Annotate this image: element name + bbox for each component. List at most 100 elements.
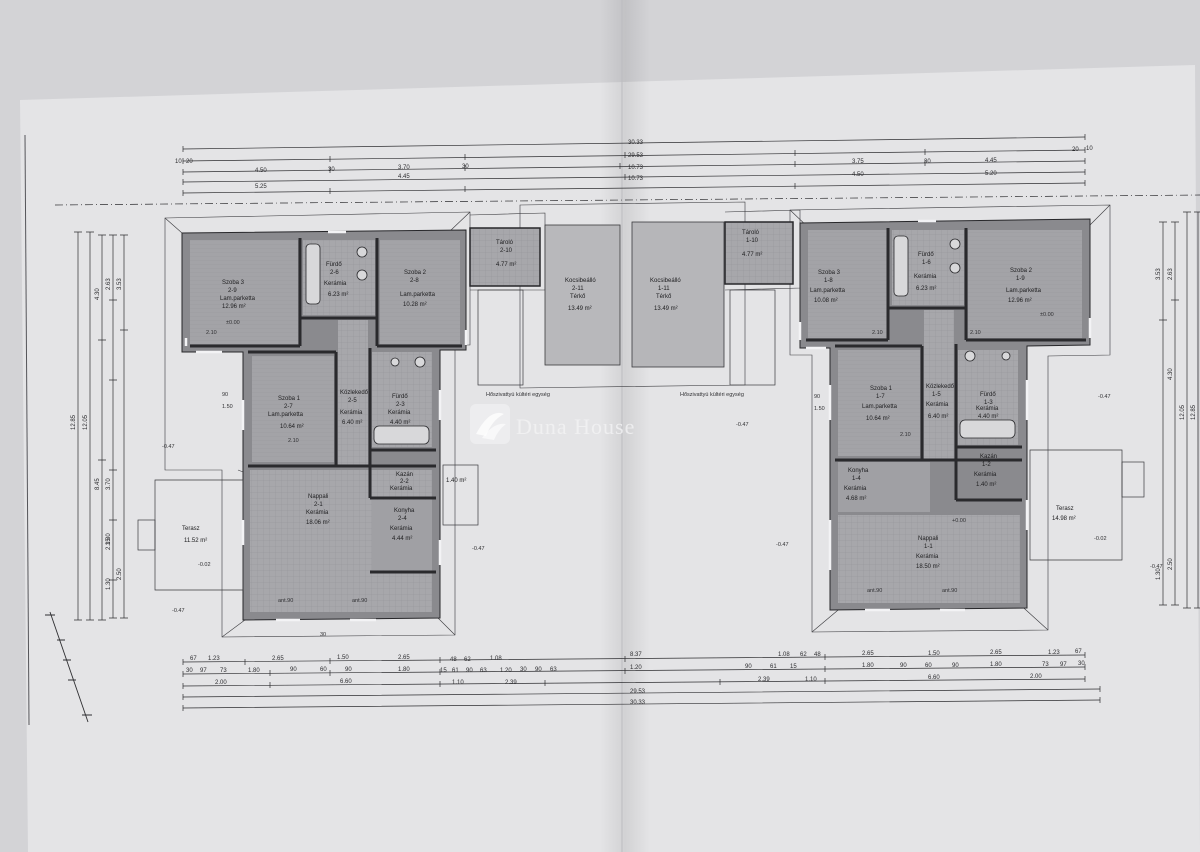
svg-text:2-3: 2-3	[396, 402, 405, 408]
unit-left-fixtures	[305, 243, 430, 445]
dim-right-1: 2.63	[1168, 268, 1174, 280]
svg-text:Lam.parketta: Lam.parketta	[400, 292, 436, 298]
unit-right-room-label-9: Kocsibeálló 1-11 Térkő 13.49 m²	[650, 278, 681, 312]
dim-left-10: 3.53	[117, 278, 123, 290]
dim-bot-r2-1: 97	[200, 668, 207, 674]
unit-left-boiler	[442, 464, 479, 526]
unit-right-room-label-3: Szoba 1 1-7 Lam.parketta 10.64 m²	[862, 386, 898, 422]
unit-left-labels: Szoba 3 2-9 Lam.parketta 12.96 m² Szoba …	[182, 240, 596, 604]
dim-bot-r2-14: 90	[535, 667, 542, 673]
dim-bot-r2-26: 97	[1060, 662, 1067, 668]
svg-text:2-2: 2-2	[400, 479, 409, 485]
unit-left-room-bedroom2	[380, 240, 460, 344]
svg-text:Szoba 3: Szoba 3	[818, 270, 841, 276]
bottom-dimension-labels: 67 1.23 2.65 1.50 2.65 48 62 1.08 8.37 1…	[186, 649, 1085, 706]
unit-left-storage	[469, 227, 541, 287]
dim-bot-r2-21: 90	[900, 663, 907, 669]
unit-right-room-label-7: Kazán 1-2 Kerámia 1.40 m²	[974, 454, 997, 488]
misc-mark-2: 30	[320, 632, 326, 638]
dim-bot-r1-4: 2.65	[398, 655, 410, 661]
unit-right-room-label-4: Közlekedő 1-5 Kerámia 6.40 m²	[926, 384, 955, 420]
dim-top-r3-e: 3.75	[852, 159, 864, 165]
svg-text:Kerámia: Kerámia	[844, 486, 867, 492]
level-mark-10: ±0.00	[1040, 312, 1054, 318]
unit-right-terrace-label: Terasz 14.98 m²	[1052, 506, 1076, 522]
dim-left-4: 2.35	[106, 538, 112, 550]
unit-right-room-label-8: Nappali 1-1 Kerámia 18.50 m²	[916, 536, 940, 570]
unit-left-room-label-0: Szoba 3 2-9 Lam.parketta 12.96 m²	[220, 280, 256, 310]
dim-left-6: 1.30	[106, 578, 112, 590]
dim-bot-r1-2: 2.65	[272, 656, 284, 662]
svg-text:1.40 m²: 1.40 m²	[976, 482, 996, 488]
svg-text:Térkő: Térkő	[570, 294, 586, 300]
paper-edge-left	[24, 134, 30, 726]
unit-left-room-bedroom1	[252, 356, 334, 462]
dim-left-8: 4.30	[95, 288, 101, 300]
svg-text:Konyha: Konyha	[848, 468, 869, 474]
dim-bot-r2-20: 1.80	[862, 663, 874, 669]
dim-top-r4-b: 10.73	[628, 176, 644, 182]
unit-right-room-label-10: Tároló 1-10 4.77 m²	[742, 230, 762, 258]
svg-text:Kerámia: Kerámia	[926, 402, 949, 408]
svg-text:Kerámia: Kerámia	[390, 526, 413, 532]
unit-right-heat-pump	[729, 289, 776, 386]
dim-bot-r3-3: 2.39	[505, 680, 517, 686]
svg-text:2-8: 2-8	[410, 278, 419, 284]
svg-text:13.49 m²: 13.49 m²	[568, 306, 592, 312]
unit-right-storage	[724, 221, 794, 285]
watermark: Duna House	[470, 404, 634, 444]
svg-text:6.40 m²: 6.40 m²	[928, 414, 948, 420]
svg-text:Lam.parketta: Lam.parketta	[220, 296, 256, 302]
svg-text:1-10: 1-10	[746, 238, 759, 244]
svg-text:4.77 m²: 4.77 m²	[742, 252, 762, 258]
dim-left-1: 12.05	[83, 414, 89, 430]
dim-bot-r2-7: 1.80	[398, 667, 410, 673]
unit-left-heat-pump-label: Hőszivattyú kültéri egység	[486, 392, 550, 398]
svg-text:Lam.parketta: Lam.parketta	[1006, 288, 1042, 294]
dim-left-2: 8.45	[95, 478, 101, 490]
svg-text:1-11: 1-11	[658, 286, 670, 292]
unit-right-plan	[631, 218, 1145, 612]
svg-text:18.06 m²: 18.06 m²	[306, 520, 330, 526]
door-mark-0: 2.10	[206, 330, 217, 336]
unit-right-room-label-5: Fürdő 1-3 Kerámia 4.40 m²	[976, 392, 999, 420]
dim-bot-r2-24: 1.80	[990, 662, 1002, 668]
unit-right-windows	[798, 219, 1092, 612]
svg-text:Kazán: Kazán	[396, 472, 413, 478]
unit-right-room-hall	[924, 310, 954, 460]
dim-bot-r1-14: 2.65	[990, 650, 1002, 656]
door-mark-2: 2.10	[872, 330, 883, 336]
misc-mark-1: 1.50	[222, 404, 233, 410]
dim-bot-r1-15: 1.23	[1048, 650, 1060, 656]
unit-left-room-label-7: Konyha 2-4 Kerámia 4.44 m²	[390, 508, 415, 542]
svg-text:2-9: 2-9	[228, 288, 237, 294]
dim-left-5: 1.80	[106, 533, 112, 545]
dim-left-9: 2.63	[106, 278, 112, 290]
section-marker	[45, 611, 92, 723]
unit-right-carport	[631, 221, 725, 368]
unit-right-room-bedroom2	[968, 230, 1082, 338]
unit-right-window-0: ant.90	[867, 588, 882, 594]
svg-text:4.40 m²: 4.40 m²	[390, 420, 410, 426]
door-mark-3: 2.10	[900, 432, 911, 438]
dim-left-3: 3.70	[106, 478, 112, 490]
svg-text:6.23 m²: 6.23 m²	[328, 292, 348, 298]
dim-bot-r2-8: 15	[440, 668, 447, 674]
svg-text:Kocsibeálló: Kocsibeálló	[565, 278, 596, 284]
dim-bot-r2-4: 90	[290, 667, 297, 673]
svg-text:1-8: 1-8	[824, 278, 833, 284]
svg-text:4.77 m²: 4.77 m²	[496, 262, 516, 268]
svg-text:4.44 m²: 4.44 m²	[392, 536, 412, 542]
misc-mark-0: 90	[222, 392, 228, 398]
svg-text:Kerámia: Kerámia	[914, 274, 937, 280]
svg-text:2-5: 2-5	[348, 398, 357, 404]
svg-text:Nappali: Nappali	[308, 494, 328, 500]
unit-right-heat-pump-label: Hőszivattyú kültéri egység	[680, 392, 744, 398]
dim-bot-r1-6: 62	[464, 657, 471, 663]
svg-text:10.08 m²: 10.08 m²	[814, 298, 838, 304]
dim-left-7: 2.50	[117, 568, 123, 580]
svg-text:Kerámia: Kerámia	[306, 510, 329, 516]
svg-text:Terasz: Terasz	[1056, 506, 1074, 512]
dim-top-r3-d: 30	[462, 164, 469, 170]
dim-top-r5-a: 5.25	[255, 184, 267, 190]
